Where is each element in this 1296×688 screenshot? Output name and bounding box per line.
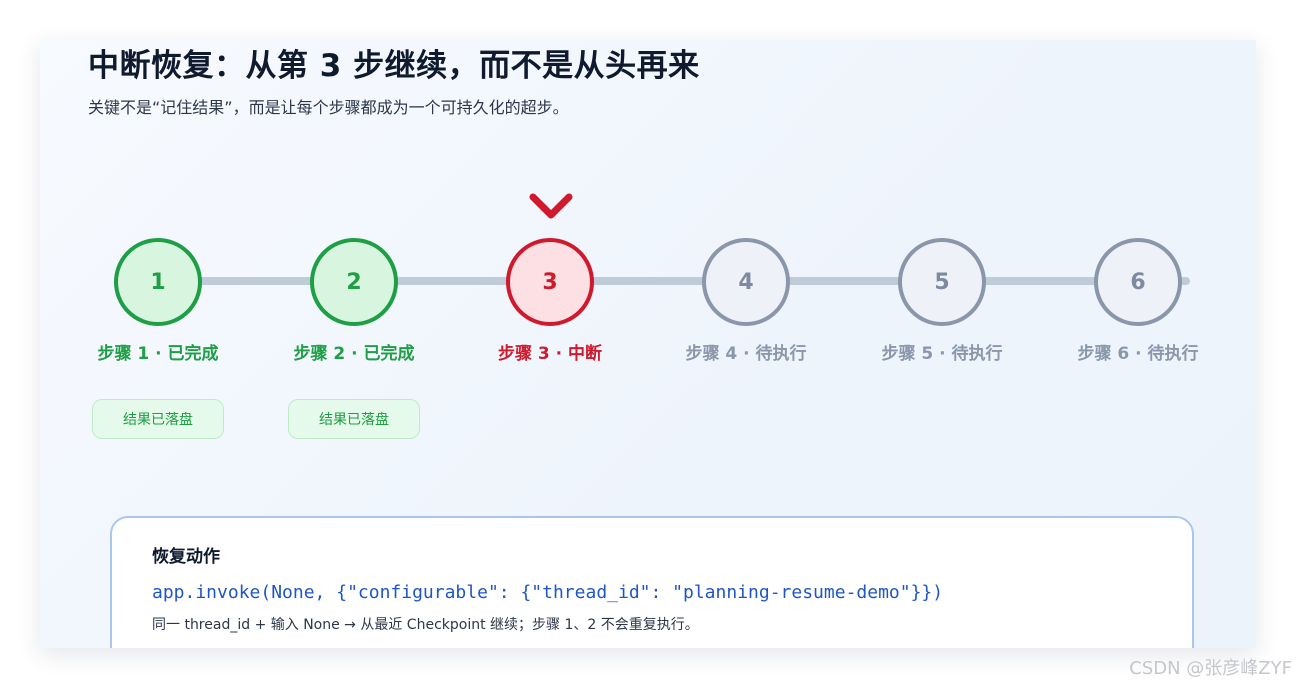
step-label-4: 步骤 4 · 待执行: [685, 344, 807, 364]
step-circle-6: 6: [1094, 238, 1182, 326]
chevron-down-icon: [529, 193, 573, 219]
step-circle-5: 5: [898, 238, 986, 326]
step-label-6: 步骤 6 · 待执行: [1077, 344, 1199, 364]
recovery-note: 同一 thread_id + 输入 None → 从最近 Checkpoint …: [152, 617, 699, 633]
step-circle-2: 2: [310, 238, 398, 326]
recovery-code: app.invoke(None, {"configurable": {"thre…: [152, 582, 944, 603]
step-label-5: 步骤 5 · 待执行: [881, 344, 1003, 364]
step-circle-4: 4: [702, 238, 790, 326]
page-title: 中断恢复：从第 3 步继续，而不是从头再来: [88, 48, 700, 84]
watermark: CSDN @张彦峰ZYF: [1129, 658, 1292, 679]
step-circle-3: 3: [506, 238, 594, 326]
step-circle-1: 1: [114, 238, 202, 326]
saved-badge-1: 结果已落盘: [92, 399, 224, 439]
step-label-3: 步骤 3 · 中断: [497, 344, 603, 364]
progress-track: [158, 277, 1190, 285]
step-label-1: 步骤 1 · 已完成: [97, 344, 219, 364]
step-label-2: 步骤 2 · 已完成: [293, 344, 415, 364]
recovery-panel: 恢复动作 app.invoke(None, {"configurable": {…: [110, 516, 1194, 648]
recovery-title: 恢复动作: [152, 547, 220, 567]
saved-badge-2: 结果已落盘: [288, 399, 420, 439]
page-subtitle: 关键不是“记住结果”，而是让每个步骤都成为一个可持久化的超步。: [88, 98, 569, 117]
diagram-card: 中断恢复：从第 3 步继续，而不是从头再来 关键不是“记住结果”，而是让每个步骤…: [40, 40, 1256, 648]
